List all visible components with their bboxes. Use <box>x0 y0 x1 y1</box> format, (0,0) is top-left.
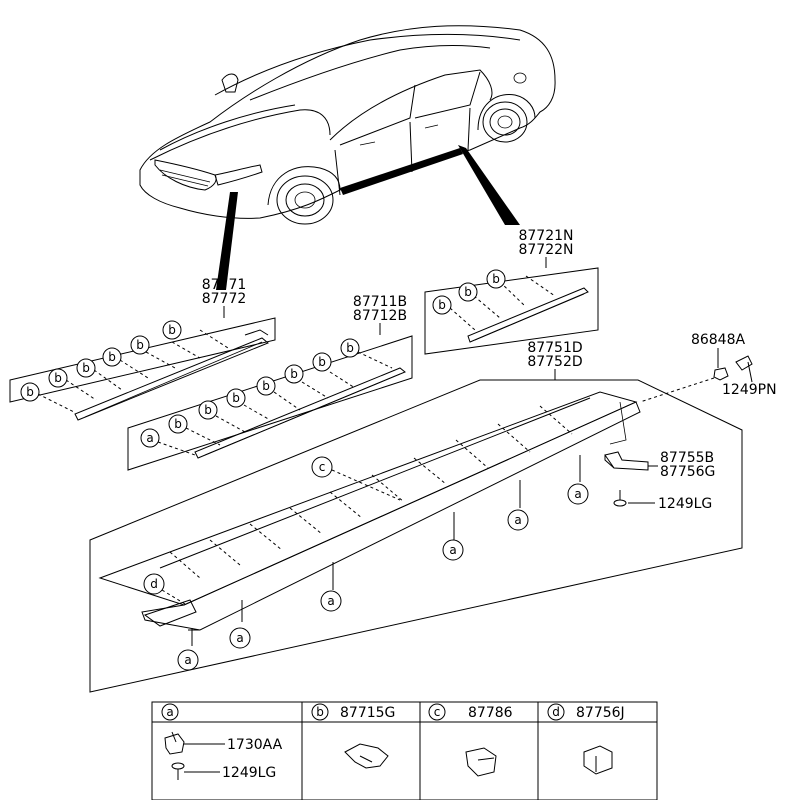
legend-letter-d: d <box>552 705 560 719</box>
side-sill-moulding-box <box>89 379 743 693</box>
part-number-87752D: 87752D <box>527 354 582 370</box>
part-number-1249LG: 1249LG <box>658 496 712 512</box>
callout-b: b <box>464 285 472 299</box>
part-number-87751D: 87751D <box>527 340 582 356</box>
car-illustration <box>139 25 556 290</box>
legend-letter-c: c <box>434 705 441 719</box>
legend-part-1249LG: 1249LG <box>222 765 276 781</box>
callout-a: a <box>236 631 243 645</box>
rear-door-moulding-box <box>424 267 599 355</box>
sill-fastener-leaders <box>191 455 581 646</box>
callout-b: b <box>262 379 270 393</box>
callout-b: b <box>26 385 34 399</box>
bracket-and-screw: 87755B 87756G 1249LG <box>604 450 715 512</box>
legend-part-87715G: 87715G <box>340 705 395 721</box>
rear-door-callouts: b b b <box>432 269 556 331</box>
front-door-moulding-group: 87711B 87712B a b b b b b b b <box>127 294 413 471</box>
callout-b: b <box>108 350 116 364</box>
callout-b: b <box>168 323 176 337</box>
callout-b: b <box>174 417 182 431</box>
part-number-86848A: 86848A <box>691 332 746 348</box>
front-wheel <box>267 166 341 225</box>
callout-b: b <box>290 367 298 381</box>
front-door-callouts: a b b b b b b b <box>140 338 393 456</box>
side-sill-moulding-group: 87751D 87752D a a a a <box>89 340 743 693</box>
callout-b: b <box>318 355 326 369</box>
legend-part-87756J: 87756J <box>576 705 625 721</box>
callout-b: b <box>54 371 62 385</box>
rear-wheel <box>477 94 536 143</box>
callout-c: c <box>319 460 326 474</box>
part-number-87722N: 87722N <box>518 242 573 258</box>
callout-b: b <box>232 391 240 405</box>
fender-callouts: b b b b b b <box>20 320 229 413</box>
part-number-87721N: 87721N <box>518 228 573 244</box>
part-number-87712B: 87712B <box>353 308 407 324</box>
legend-cell-c: c 87786 <box>428 703 513 777</box>
grommet-and-screw: 86848A 1249PN <box>639 332 777 403</box>
legend-letter-a: a <box>166 705 173 719</box>
callout-b: b <box>346 341 354 355</box>
callout-a: a <box>327 594 334 608</box>
part-number-87772: 87772 <box>202 291 247 307</box>
callout-b: b <box>82 361 90 375</box>
legend-cell-b: b 87715G <box>311 703 395 769</box>
fender-moulding-group: 87771 87772 b b b b b b <box>9 277 276 421</box>
callout-b: b <box>136 338 144 352</box>
legend-cell-d: d 87756J <box>547 703 625 775</box>
front-door-moulding-box <box>127 335 413 471</box>
callout-b: b <box>438 298 446 312</box>
part-number-87771: 87771 <box>202 277 247 293</box>
rear-door-moulding-group: 87721N 87722N b b b <box>424 228 599 355</box>
side-sill-part <box>98 391 641 631</box>
callout-d: d <box>150 577 158 591</box>
callout-a: a <box>146 431 153 445</box>
legend-table: a 1730AA 1249LG b 87715G c 87786 <box>151 701 658 800</box>
sill-callouts: a a a a a a c d <box>143 456 589 671</box>
legend-cell-a: a 1730AA 1249LG <box>161 703 283 781</box>
callout-a: a <box>514 513 521 527</box>
callout-b: b <box>204 403 212 417</box>
part-number-1249PN: 1249PN <box>722 382 777 398</box>
legend-letter-b: b <box>316 705 324 719</box>
part-number-87756G: 87756G <box>660 464 715 480</box>
callout-a: a <box>574 487 581 501</box>
part-number-87755B: 87755B <box>660 450 714 466</box>
callout-b: b <box>492 272 500 286</box>
legend-part-1730AA: 1730AA <box>227 737 283 753</box>
legend-part-87786: 87786 <box>468 705 513 721</box>
callout-a: a <box>184 653 191 667</box>
part-number-87711B: 87711B <box>353 294 407 310</box>
fender-moulding-box <box>9 317 276 403</box>
callout-a: a <box>449 543 456 557</box>
